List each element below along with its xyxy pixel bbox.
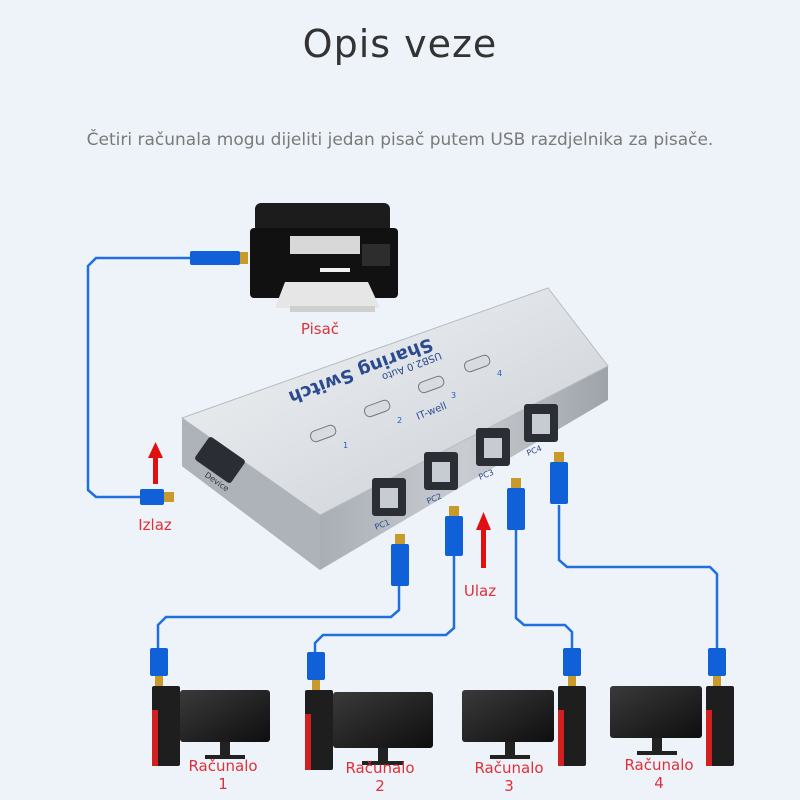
output-label: Izlaz	[138, 516, 172, 534]
arrow-up-output	[148, 442, 163, 484]
usb-sharing-switch: Device 1 2 3 4 Sharing Switch USB2.0 Aut…	[180, 287, 609, 570]
pc-ports: PC1 PC2 PC3 PC4	[372, 404, 558, 532]
computer-3-label-number: 3	[504, 777, 514, 795]
computer-3-label: Računalo 3	[464, 759, 554, 795]
input-label: Ulaz	[463, 582, 497, 600]
computer-4-label: Računalo 4	[614, 756, 704, 792]
button-number-4: 4	[497, 369, 502, 378]
select-buttons: 1 2 3 4	[309, 354, 502, 450]
button-number-2: 2	[397, 416, 402, 425]
page-title: Opis veze	[302, 22, 498, 66]
printer	[250, 203, 398, 312]
computer-1-label-number: 1	[218, 775, 228, 793]
computer-3-label-name: Računalo	[474, 759, 544, 777]
cable-pc2	[313, 555, 456, 653]
printer-usb-connector	[190, 251, 248, 265]
button-number-3: 3	[451, 391, 456, 400]
cable-pc1	[156, 585, 401, 648]
computer-4-label-name: Računalo	[624, 756, 694, 774]
computer-1-label-name: Računalo	[188, 757, 258, 775]
computer-1-label: Računalo 1	[178, 757, 268, 793]
computer-2-label-number: 2	[375, 777, 385, 795]
cable-printer	[86, 256, 238, 499]
cable-pc3	[514, 530, 574, 648]
computer-3	[462, 648, 586, 766]
computer-1	[150, 648, 270, 766]
computer-2-label-name: Računalo	[345, 759, 415, 777]
button-number-1: 1	[343, 441, 348, 450]
cable-pc4	[557, 505, 719, 648]
computer-2-label: Računalo 2	[335, 759, 425, 795]
arrow-up-input	[476, 512, 491, 568]
computer-4	[610, 648, 734, 766]
printer-label: Pisač	[300, 320, 340, 338]
switch-plugs	[140, 452, 568, 586]
computer-2	[305, 652, 433, 770]
page-subtitle: Četiri računala mogu dijeliti jedan pisa…	[86, 130, 714, 150]
computer-4-label-number: 4	[654, 774, 664, 792]
